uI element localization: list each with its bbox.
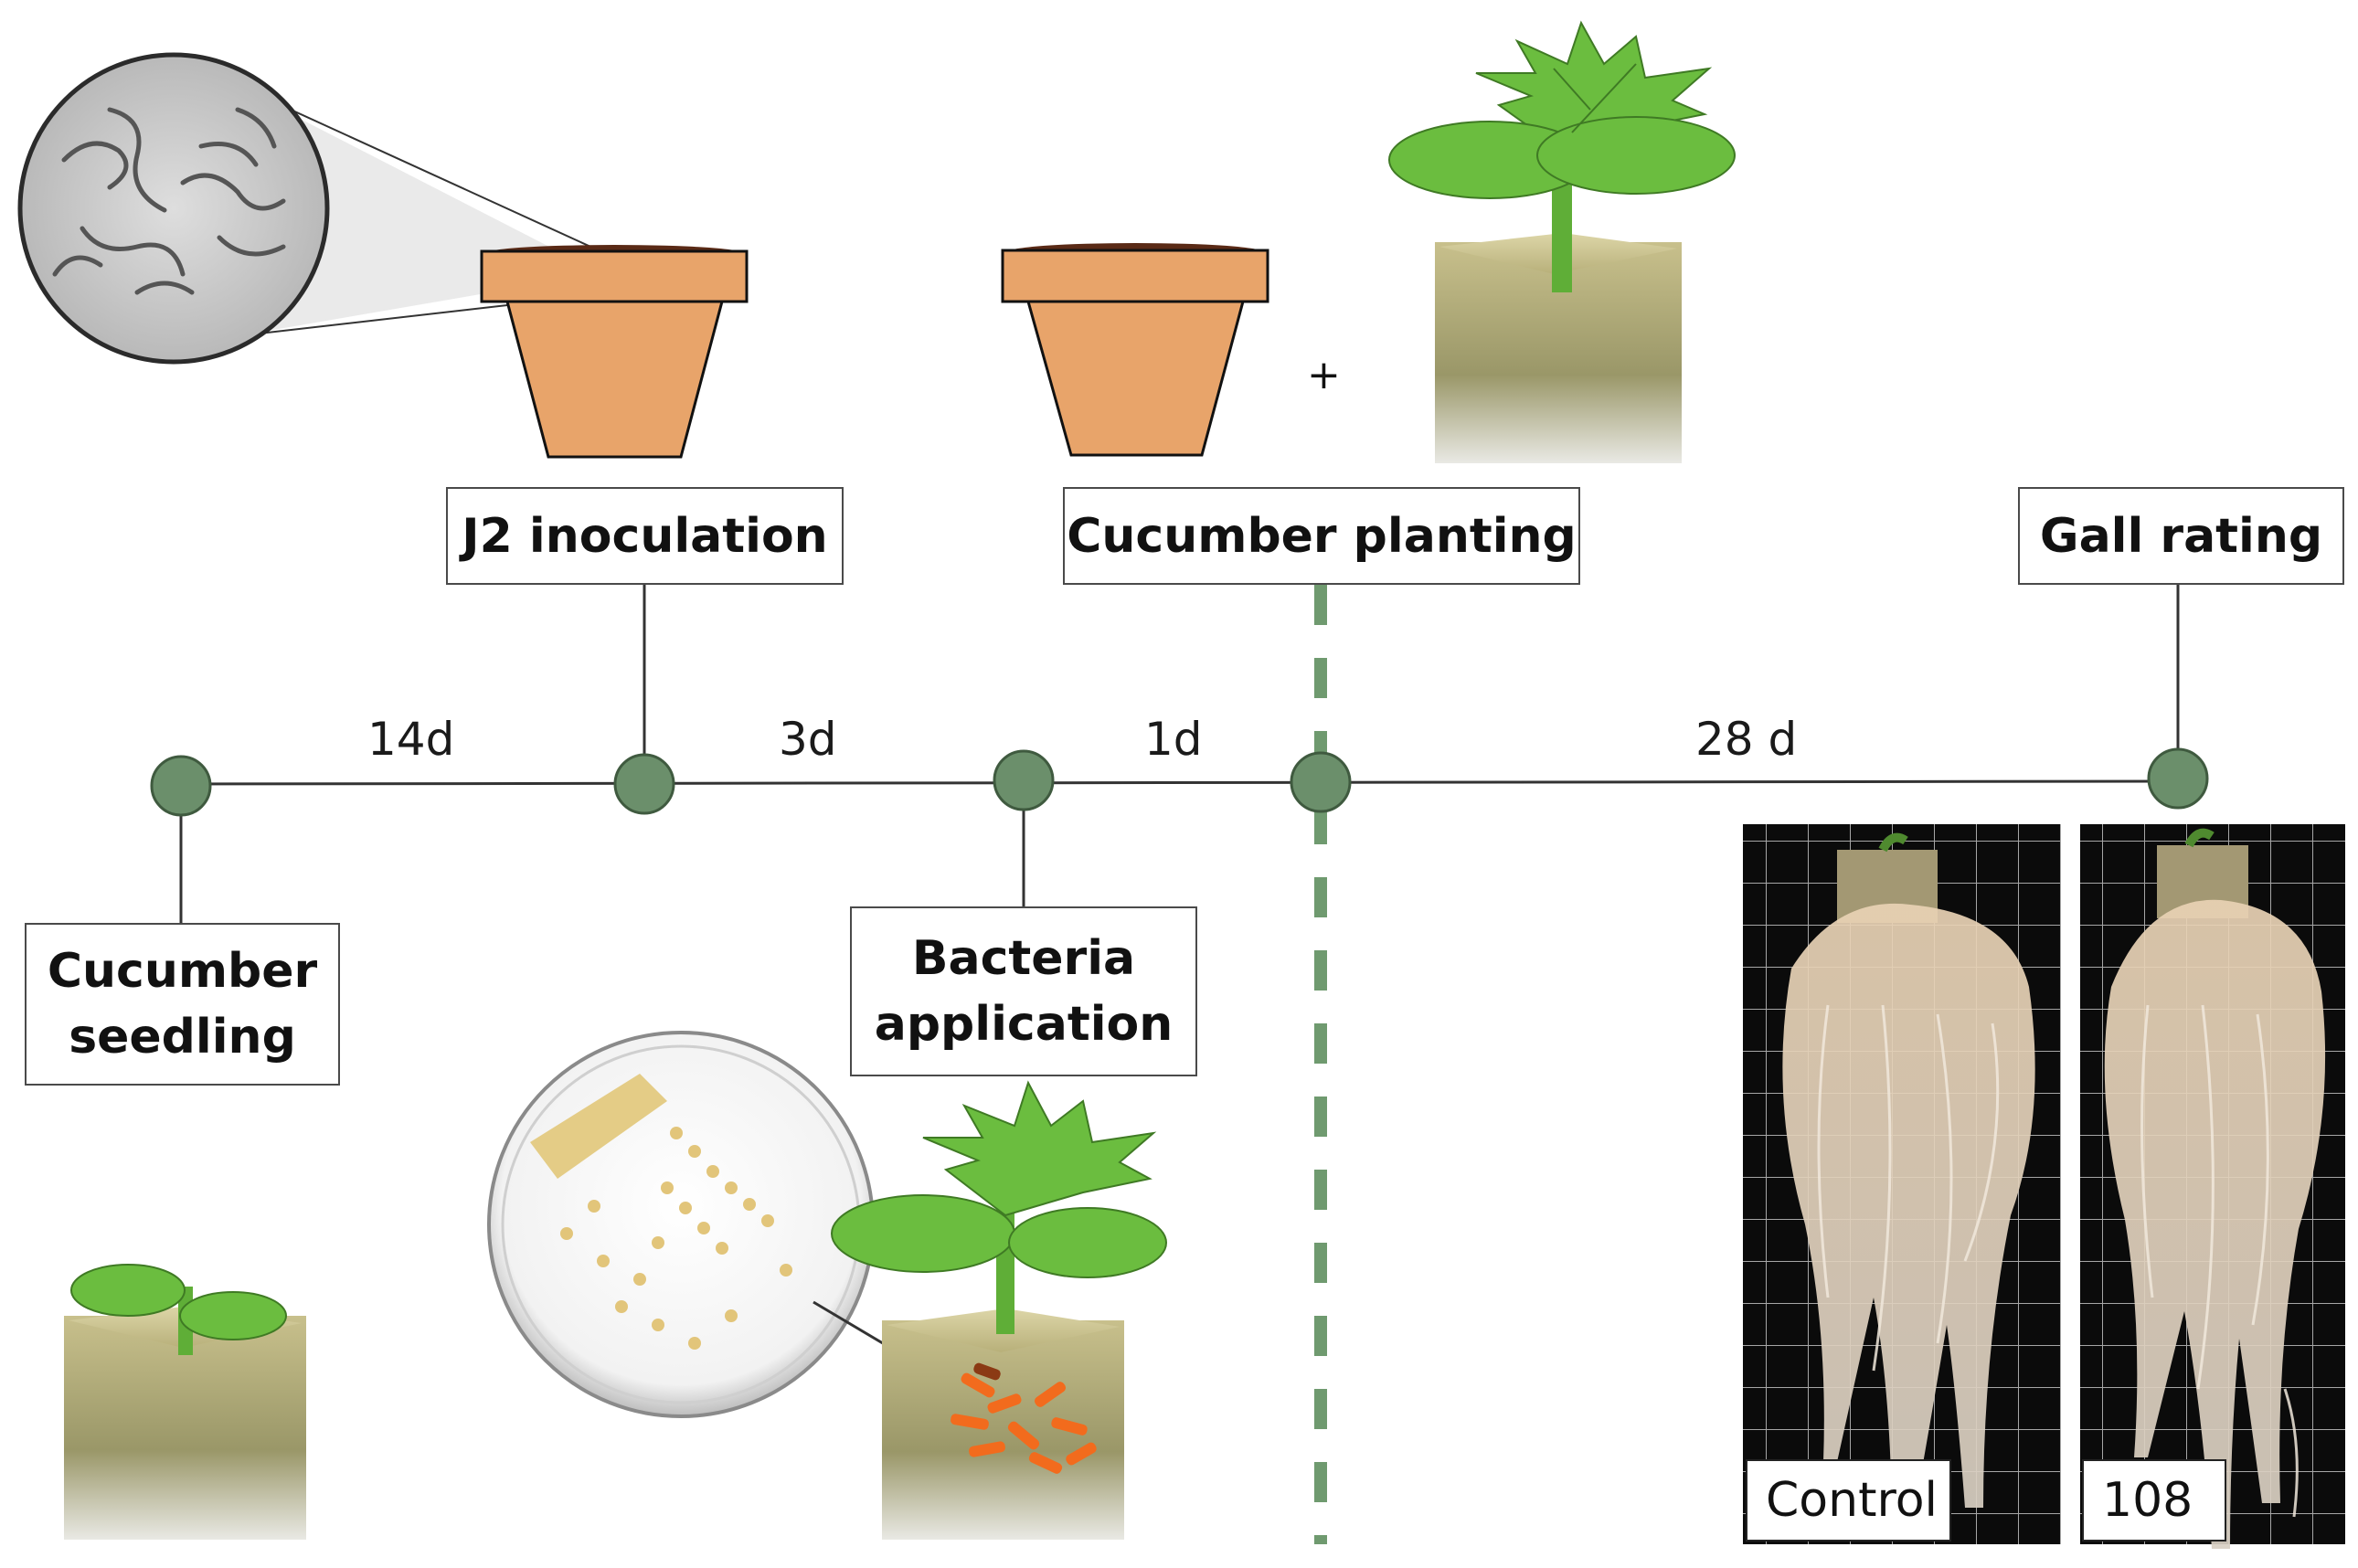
timeline-node-seedling xyxy=(150,755,212,817)
bacteria-treated-seedling-icon xyxy=(831,1080,1167,1540)
step-box-bacteria-application: Bacteria application xyxy=(850,906,1197,1076)
pot-icon-planting xyxy=(1001,243,1269,457)
step-box-cucumber-planting: Cucumber planting xyxy=(1063,487,1580,585)
step-box-gall-rating: Gall rating xyxy=(2018,487,2344,585)
seedling-icon-top xyxy=(1388,20,1736,463)
timeline-node-gall xyxy=(2147,747,2209,810)
root-photo-treated xyxy=(2080,824,2345,1549)
interval-label-1: 14d xyxy=(367,713,455,766)
interval-label-3: 1d xyxy=(1144,713,1203,766)
plus-sign: + xyxy=(1307,352,1341,398)
timeline-axis xyxy=(177,779,2179,786)
step-box-j2-inoculation: J2 inoculation xyxy=(446,487,844,585)
photo-label-treated: 108 xyxy=(2082,1459,2226,1542)
step-label-cucumber-seedling: Cucumber seedling xyxy=(47,944,318,1065)
step-label-cucumber-planting: Cucumber planting xyxy=(1067,508,1577,564)
pot-icon-inoculation xyxy=(480,245,749,459)
photo-label-control: Control xyxy=(1746,1459,1951,1542)
timeline xyxy=(150,585,2209,1544)
interval-label-2: 3d xyxy=(779,713,837,766)
step-label-j2-inoculation: J2 inoculation xyxy=(462,508,828,564)
timeline-node-planting xyxy=(1290,751,1352,813)
step-box-cucumber-seedling: Cucumber seedling xyxy=(25,923,340,1086)
timeline-node-j2 xyxy=(613,753,675,815)
seedling-icon-bottom xyxy=(64,1264,306,1540)
step-label-gall-rating: Gall rating xyxy=(2039,508,2323,564)
step-label-bacteria-application: Bacteria application xyxy=(874,931,1174,1052)
interval-label-4: 28 d xyxy=(1695,713,1798,766)
timeline-node-bacteria xyxy=(993,749,1055,811)
root-photo-control xyxy=(1743,824,2061,1544)
